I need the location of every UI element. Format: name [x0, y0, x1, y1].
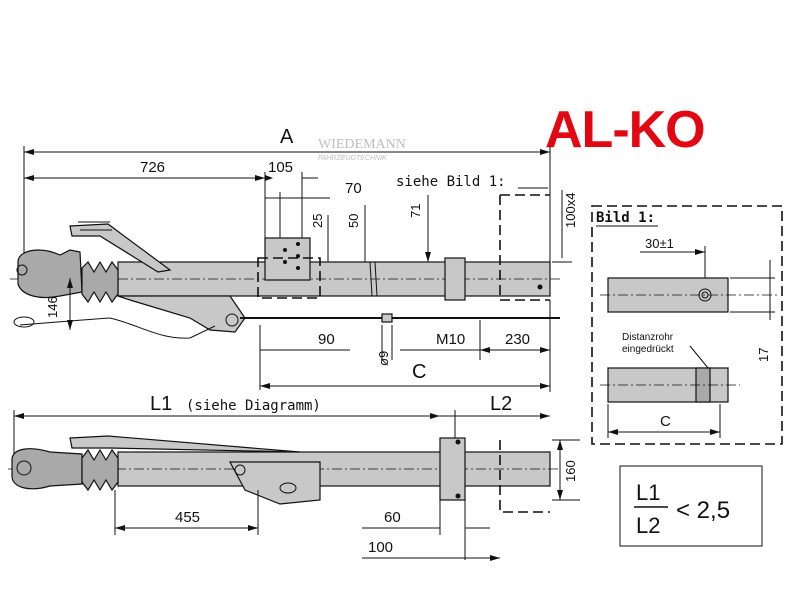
detail-frame [591, 205, 783, 445]
detail-distanz-2: eingedrückt [622, 344, 674, 355]
dim-71-label: 71 [408, 204, 423, 218]
dim-230-label: 230 [505, 331, 530, 348]
detail-distanz-1: Distanzrohr [622, 332, 674, 343]
bottom-view: L1 (siehe Diagramm) L2 160 [8, 393, 580, 561]
dim-o9-label: ø9 [376, 351, 391, 366]
breakaway-cable [19, 317, 216, 339]
formula-numerator: L1 [636, 480, 660, 505]
dim-726-label: 726 [140, 159, 165, 176]
mounting-bracket [264, 237, 311, 281]
dim-l2-label: L2 [490, 393, 512, 415]
dim-100-label: 100 [368, 539, 393, 556]
detail-30-label: 30±1 [645, 236, 674, 251]
dim-105-label: 105 [268, 159, 293, 176]
top-view: A 726 105 70 25 50 71 siehe Bild 1: [10, 126, 578, 392]
dim-146-label: 146 [45, 296, 60, 318]
dim-160-label: 160 [563, 460, 578, 482]
section-marker [499, 194, 550, 301]
al-ko-logo: AL-KO [545, 101, 705, 159]
dim-60-label: 60 [384, 509, 401, 526]
handbrake-lever [69, 223, 172, 273]
dim-l1-label: L1 [150, 393, 172, 415]
dim-100x4-label: 100x4 [563, 193, 578, 228]
detail-bild-1: Bild 1: 30±1 17 Distanzrohr eingedrückt … [591, 205, 783, 445]
detail-c-label: C [660, 413, 671, 430]
lower-lever [117, 295, 246, 333]
dim-25-label: 25 [310, 214, 325, 228]
detail-title: Bild 1: [596, 210, 655, 226]
clamp [444, 257, 466, 301]
dim-70-label: 70 [345, 180, 362, 197]
dim-455-label: 455 [175, 509, 200, 526]
plan-bellows [81, 448, 119, 492]
dim-50-label: 50 [346, 214, 361, 228]
siehe-bild-note: siehe Bild 1: [396, 174, 506, 190]
plan-lever [69, 435, 301, 453]
ratio-formula: L1 L2 < 2,5 [619, 465, 763, 547]
dim-c-label: C [412, 361, 426, 383]
formula-box [619, 465, 763, 547]
bracket-outline [257, 257, 321, 299]
bellows [81, 260, 119, 304]
watermark-main: WIEDEMANN [318, 137, 406, 152]
plan-section-marker [499, 440, 550, 513]
plan-clamp [439, 437, 466, 501]
plan-bracket [228, 461, 321, 505]
dim-90-label: 90 [318, 331, 335, 348]
dim-m10-label: M10 [436, 331, 465, 348]
formula-relation: < 2,5 [676, 497, 730, 524]
plan-coupling-head [11, 448, 83, 490]
watermark-sub: FAHRZEUGTECHNIK [318, 155, 387, 162]
dim-a-label: A [280, 126, 294, 148]
detail-17-label: 17 [756, 348, 771, 362]
dim-l1-note: (siehe Diagramm) [186, 398, 321, 414]
formula-denominator: L2 [636, 513, 660, 538]
wiedemann-watermark: WIEDEMANN FAHRZEUGTECHNIK [318, 137, 406, 162]
coupling-head [17, 249, 83, 299]
